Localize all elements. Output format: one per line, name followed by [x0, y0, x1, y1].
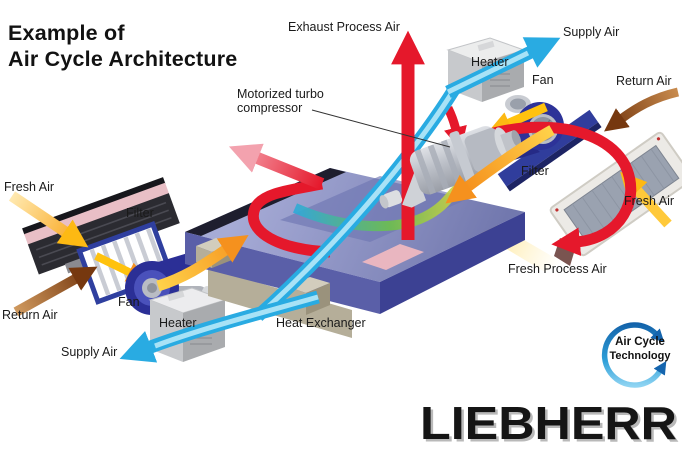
exhaust-exit-left-arrow: [228, 143, 325, 190]
label-heater-bottom: Heater: [159, 316, 197, 330]
process-air-to-exchanger-arrow: [156, 235, 249, 292]
label-supply-air-top: Supply Air: [563, 25, 620, 39]
label-filter-left: Filter: [126, 206, 154, 220]
label-supply-air-bottom: Supply Air: [61, 345, 118, 359]
supply-air-bottom-core: [154, 294, 319, 349]
badge-technology-text: Technology: [609, 350, 671, 362]
label-return-air-left: Return Air: [2, 308, 58, 322]
label-filter-right: Filter: [521, 164, 549, 178]
label-motorized-turbo-compressor: Motorized turbo compressor: [237, 87, 324, 116]
exhaust-into-compressor-arrow: [443, 105, 467, 151]
return-air-right-arrow: [604, 87, 680, 132]
label-heat-exchanger: Heat Exchanger: [276, 316, 366, 330]
hot-flow-streak: [247, 178, 331, 258]
label-fan-right: Fan: [532, 73, 554, 87]
title-line-1: Example of: [8, 21, 125, 45]
supply-air-main-core: [256, 86, 458, 318]
diagram-title: Example of Air Cycle Architecture: [8, 20, 237, 72]
label-heater-top: Heater: [471, 55, 509, 69]
liebherr-logo: LIEBHERR: [420, 397, 677, 449]
heat-exchanger-graphic: [185, 168, 525, 338]
fresh-air-right-arrow: [620, 171, 672, 228]
return-air-left-arrow: [13, 266, 98, 317]
air-cycle-badge-arc: [601, 322, 667, 388]
label-fresh-air-right: Fresh Air: [624, 194, 675, 208]
label-fan-left: Fan: [118, 295, 140, 309]
liebherr-logo-shadow: LIEBHERR: [423, 400, 680, 452]
fresh-air-left-arrow: [8, 191, 89, 248]
compressor-pointer-line: [311, 109, 451, 148]
fresh-air-on-core-arrow: [487, 102, 548, 134]
label-exhaust-process-air: Exhaust Process Air: [288, 20, 400, 34]
badge-air-cycle-text: Air Cycle: [615, 336, 665, 348]
label-fresh-process-air: Fresh Process Air: [508, 262, 607, 276]
label-return-air-right: Return Air: [616, 74, 672, 88]
top-heater-graphic: [446, 37, 526, 102]
fresh-process-to-compressor-arrow: [445, 125, 555, 204]
supply-air-exit-core: [446, 50, 530, 95]
air-through-filter-arrow: [94, 252, 148, 282]
title-line-2: Air Cycle Architecture: [8, 47, 238, 72]
label-fresh-air-left: Fresh Air: [4, 180, 55, 194]
